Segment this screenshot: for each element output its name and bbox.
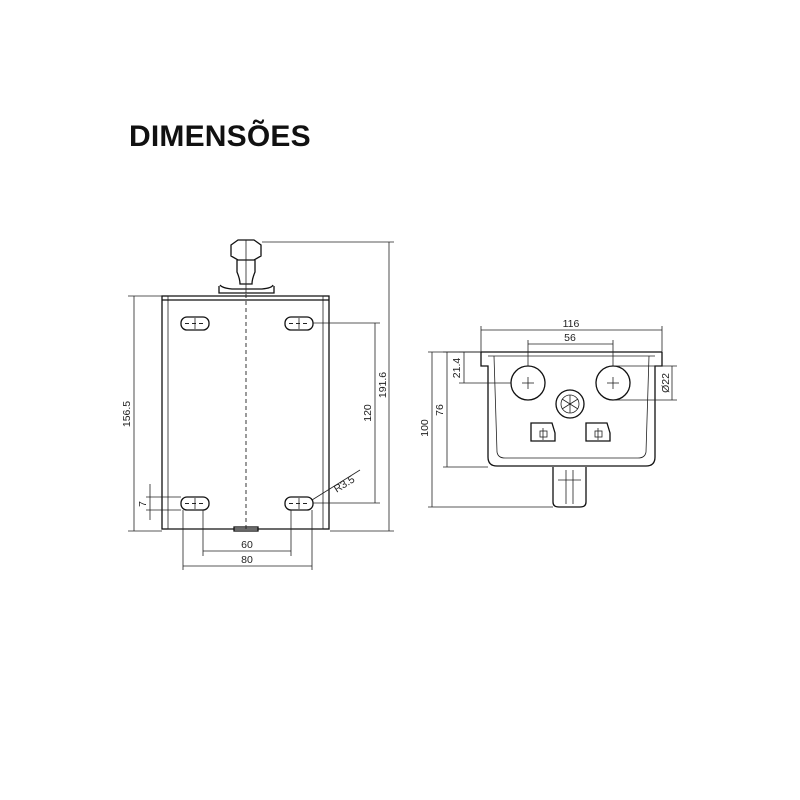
dim-text-21-4: 21.4 xyxy=(451,358,463,379)
dim-7: 7 xyxy=(137,484,181,520)
dim-text-100: 100 xyxy=(419,419,431,437)
dim-100: 100 xyxy=(419,351,553,508)
dim-text-120: 120 xyxy=(362,404,374,422)
dim-60: 60 xyxy=(202,510,292,556)
dim-text-d22: Ø22 xyxy=(660,373,672,393)
dim-text-116: 116 xyxy=(563,318,580,330)
dim-text-r3-5: R3.5 xyxy=(332,473,357,495)
front-knob xyxy=(218,239,275,294)
dim-d22: Ø22 xyxy=(613,365,677,401)
dim-116: 116 xyxy=(480,318,663,352)
dim-80: 80 xyxy=(182,510,313,570)
side-terminals xyxy=(530,422,611,442)
dim-text-76: 76 xyxy=(434,404,446,416)
side-body xyxy=(480,351,663,467)
dim-text-7: 7 xyxy=(137,501,149,507)
front-view: 156.5 191.6 120 R3.5 7 xyxy=(121,239,394,570)
dim-text-80: 80 xyxy=(241,554,253,566)
dim-text-191-6: 191.6 xyxy=(377,372,389,398)
dim-156-5: 156.5 xyxy=(121,295,162,532)
dim-text-56: 56 xyxy=(564,332,576,344)
dim-text-60: 60 xyxy=(241,539,253,551)
dim-191-6: 191.6 xyxy=(262,241,394,532)
front-body xyxy=(161,295,330,532)
dim-56: 56 xyxy=(527,332,614,366)
page-title: DIMENSÕES xyxy=(129,120,311,153)
dim-text-156-5: 156.5 xyxy=(121,401,133,427)
side-knob xyxy=(552,467,587,508)
side-view: 116 56 21.4 76 100 xyxy=(419,318,677,508)
front-mounting-slots xyxy=(180,316,314,511)
dim-r3-5: R3.5 xyxy=(311,469,361,501)
side-center-connector xyxy=(555,389,585,419)
dim-120: 120 xyxy=(313,322,380,504)
